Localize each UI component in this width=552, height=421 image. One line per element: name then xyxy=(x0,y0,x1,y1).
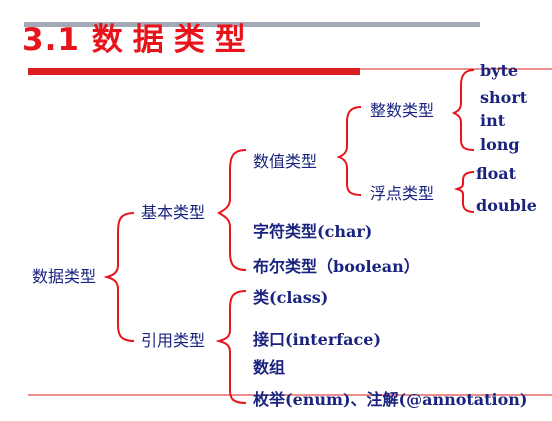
leaf-class: 类(class) xyxy=(253,288,329,307)
slide-title: 3.1 数据类型 xyxy=(22,14,256,59)
node-float-types: 浮点类型 xyxy=(370,184,435,203)
leaf-float: float xyxy=(476,164,517,183)
leaf-char: 字符类型(char) xyxy=(253,222,373,241)
node-basic-types: 基本类型 xyxy=(141,203,206,222)
node-numeric-types: 数值类型 xyxy=(253,152,318,171)
leaf-byte: byte xyxy=(480,61,519,80)
brace-reference xyxy=(215,290,247,404)
node-reference-types: 引用类型 xyxy=(141,331,206,350)
leaf-double: double xyxy=(476,196,537,215)
node-integer-types: 整数类型 xyxy=(370,101,435,120)
title-text: 数据类型 xyxy=(91,22,256,58)
leaf-enum-annotation: 枚举(enum)、注解(@annotation) xyxy=(253,390,528,409)
node-root: 数据类型 xyxy=(32,267,97,286)
top-gray-rule xyxy=(24,22,480,27)
leaf-long: long xyxy=(480,135,520,154)
title-number: 3.1 xyxy=(22,22,80,58)
leaf-boolean: 布尔类型（boolean） xyxy=(253,257,420,276)
brace-floating xyxy=(453,171,475,213)
leaf-short: short xyxy=(480,88,528,107)
leaf-interface: 接口(interface) xyxy=(253,330,382,349)
brace-basic xyxy=(216,149,247,271)
title-accent-bar xyxy=(28,68,360,75)
brace-integer xyxy=(451,69,475,151)
leaf-int: int xyxy=(480,111,506,130)
leaf-array: 数组 xyxy=(253,358,286,377)
brace-root xyxy=(103,212,135,342)
brace-numeric xyxy=(336,106,362,196)
